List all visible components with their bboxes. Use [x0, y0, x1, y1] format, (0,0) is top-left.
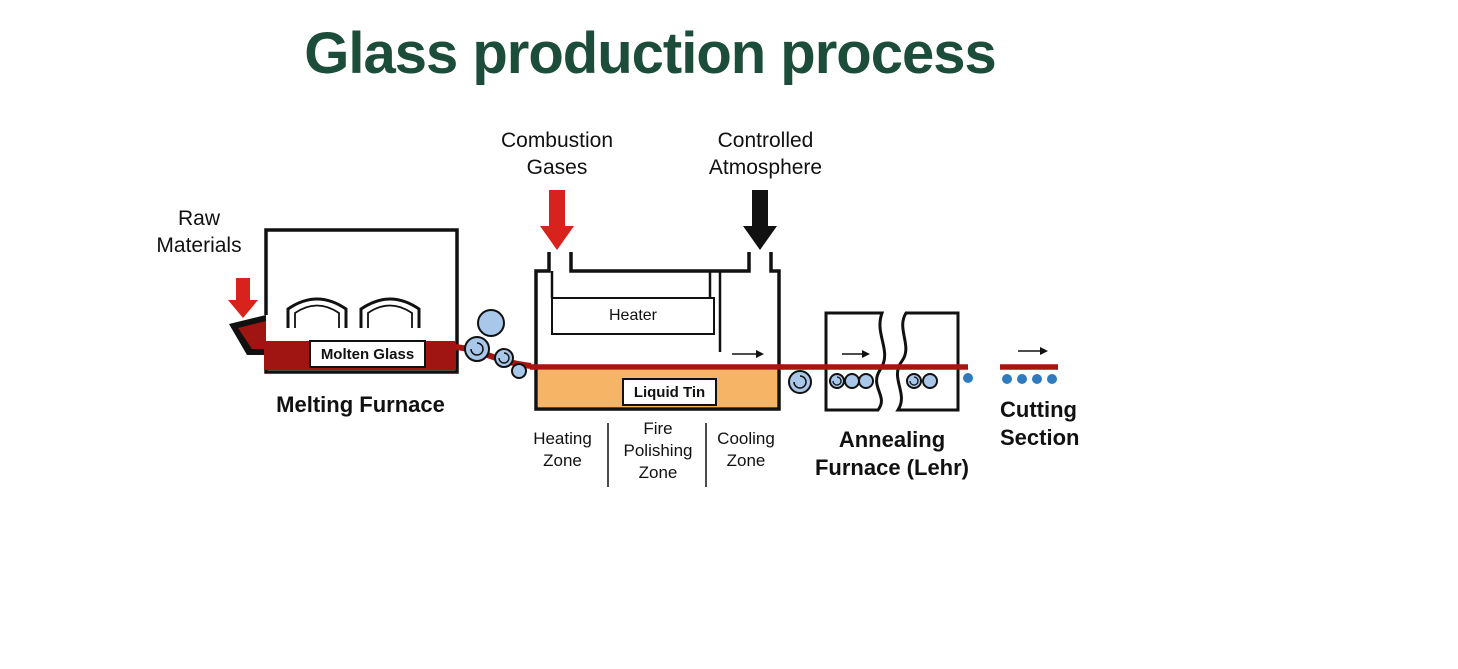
combustion-gases-arrow-icon	[540, 190, 574, 250]
roller-spin-icon	[909, 376, 919, 386]
roller	[922, 373, 938, 389]
roller	[511, 363, 527, 379]
roller-spin-icon	[832, 376, 842, 386]
flow-arrows	[732, 347, 1048, 358]
tin-bath-top-edge	[569, 252, 751, 273]
feed-spout-glass	[238, 321, 266, 349]
conveyor-dots	[963, 373, 1057, 384]
combustion-gases-label: Combustion Gases	[500, 129, 614, 179]
furnace-arch-icon	[286, 297, 348, 328]
conveyor-dot	[1032, 374, 1042, 384]
liquid-tin-tag: Liquid Tin	[622, 378, 717, 406]
flow-arrow-head-icon	[756, 350, 764, 358]
roller	[494, 348, 514, 368]
roller-spin-icon	[470, 342, 484, 356]
tin-bath-outline	[534, 252, 781, 411]
lehr-left-section	[824, 311, 887, 412]
roller-spin-icon	[793, 375, 807, 389]
roller	[906, 373, 922, 389]
heating-zone-label: Heating Zone	[533, 429, 592, 470]
raw-materials-label: Raw Materials	[156, 207, 242, 257]
fire-polishing-zone-label: Fire Polishing Zone	[623, 419, 693, 482]
lehr-right-section	[895, 311, 960, 412]
page-title: Glass production process	[304, 21, 997, 86]
annealing-furnace-label: Annealing Furnace (Lehr)	[814, 427, 970, 481]
raw-materials-arrow-icon	[228, 278, 258, 318]
roller	[858, 373, 874, 389]
conveyor-dot	[1017, 374, 1027, 384]
annealing-lehr-shape	[824, 311, 960, 412]
roller	[788, 370, 812, 394]
conveyor-dot	[963, 373, 973, 383]
flow-arrow-head-icon	[862, 350, 870, 358]
roller	[844, 373, 860, 389]
furnace-arch-icon	[359, 297, 421, 328]
roller	[829, 373, 845, 389]
controlled-atmosphere-arrow-icon	[743, 190, 777, 250]
molten-glass-tag: Molten Glass	[309, 340, 426, 368]
roller-spin-icon	[498, 352, 510, 364]
furnace-arch-inner-icon	[367, 304, 413, 328]
rollers	[464, 309, 938, 394]
roller	[477, 309, 505, 337]
heater-box: Heater	[551, 297, 715, 335]
conveyor-dot	[1002, 374, 1012, 384]
conveyor-dot	[1047, 374, 1057, 384]
melting-furnace-label: Melting Furnace	[276, 392, 445, 417]
cutting-section-label: Cutting Section	[1000, 397, 1080, 451]
controlled-atmosphere-label: Controlled Atmosphere	[708, 129, 823, 179]
flow-arrow-head-icon	[1040, 347, 1048, 355]
roller	[464, 336, 490, 362]
furnace-arch-inner-icon	[294, 304, 340, 328]
cooling-zone-label: Cooling Zone	[717, 429, 775, 470]
